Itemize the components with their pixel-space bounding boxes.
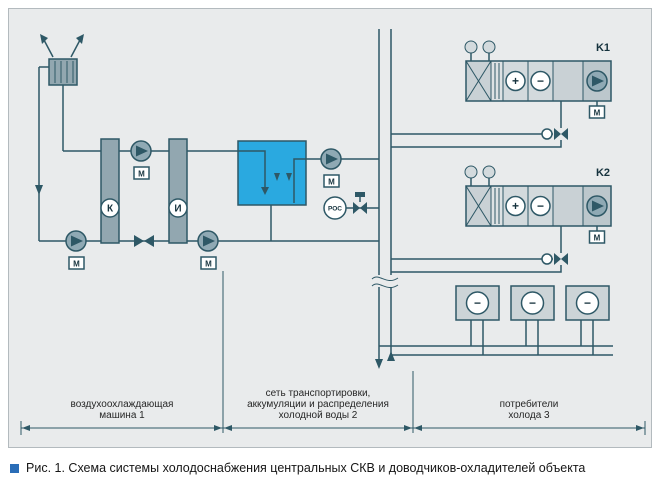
spray-arrow-left-icon: [40, 34, 48, 44]
zone1-label-line1: воздухоохлаждающая: [71, 399, 174, 410]
drycooler-icon: [40, 34, 84, 86]
schematic-diagram: К И M M M: [8, 8, 652, 448]
cooler-coil-icon: [530, 195, 551, 217]
spray-arrow-right-icon: [76, 34, 84, 44]
figure-caption: Рис. 1. Схема системы холодоснабжения це…: [10, 461, 585, 475]
damper-actuator-icon: [464, 165, 478, 179]
cooler-coil-icon: [530, 70, 551, 92]
heater-label: +: [512, 74, 519, 88]
motor-label: M: [328, 178, 335, 187]
ros-label: РОС: [328, 206, 342, 213]
control-valve-icon: [360, 202, 367, 214]
caption-text: Рис. 1. Схема системы холодоснабжения це…: [26, 461, 586, 475]
pump-top-icon: M: [130, 140, 152, 180]
riser-arrow-up-icon: [387, 351, 395, 361]
evaporator-label: И: [174, 204, 181, 215]
condenser-label: К: [107, 204, 114, 215]
fan-coil-units: − − −: [379, 285, 613, 356]
evaporator-bar: И: [168, 138, 188, 244]
zone2-label-line2: аккумуляции и распределения: [247, 399, 389, 410]
mixing-valve-icon: [554, 253, 561, 265]
cooler-label: −: [529, 296, 536, 310]
dimension-arrow-icon: [214, 425, 222, 431]
flow-arrow-down-icon: [35, 185, 43, 195]
dimension-arrow-icon: [224, 425, 232, 431]
zone1-label-line2: машина 1: [99, 410, 145, 421]
zone-dimensions: [20, 271, 646, 435]
condenser-bar: К: [100, 138, 120, 244]
mixing-valve-icon: [561, 253, 568, 265]
dimension-arrow-icon: [22, 425, 30, 431]
unit-k1-label: K1: [596, 42, 610, 54]
zone2-label-line3: холодной воды 2: [279, 410, 358, 421]
ros-controller: РОС: [323, 192, 379, 220]
zone3-label-line2: холода 3: [508, 410, 550, 421]
cooler-label: −: [584, 296, 591, 310]
dimension-arrow-icon: [636, 425, 644, 431]
heater-label: +: [512, 199, 519, 213]
heater-coil-icon: [505, 70, 526, 92]
cooler-label: −: [537, 199, 544, 213]
dimension-arrow-icon: [404, 425, 412, 431]
tank-arrow-icon: [286, 173, 292, 181]
zone2-label-line1: сеть транспортировки,: [266, 388, 371, 399]
zone3-label-line1: потребители: [500, 398, 559, 410]
motor-label: M: [73, 260, 80, 269]
mixing-valve-icon: [554, 128, 561, 140]
tank-arrow-icon: [261, 187, 269, 195]
damper-actuator-icon: [482, 40, 496, 54]
riser-arrow-down-icon: [375, 359, 383, 369]
air-handler-k1: + − M K1: [391, 40, 612, 148]
dimension-arrow-icon: [414, 425, 422, 431]
riser-pipes: [371, 29, 399, 369]
air-handler-k2: + − M K2: [391, 165, 612, 273]
valve-actuator-icon: [541, 128, 553, 140]
motor-label: M: [594, 109, 601, 118]
cooler-label: −: [474, 296, 481, 310]
unit-k2-label: K2: [596, 167, 610, 179]
motor-label: M: [594, 234, 601, 243]
pump-distribution-icon: M: [320, 148, 342, 188]
pump-condenser-icon: M: [65, 230, 87, 270]
valve-actuator-icon: [541, 253, 553, 265]
tank-arrow-icon: [274, 173, 280, 181]
cooler-label: −: [537, 74, 544, 88]
shutoff-valve-icon: [134, 235, 154, 247]
cold-water-tank: [237, 140, 307, 206]
motor-label: M: [138, 170, 145, 179]
pump-evaporator-icon: M: [197, 230, 219, 270]
mixing-valve-icon: [561, 128, 568, 140]
control-valve-icon: [353, 202, 360, 214]
damper-actuator-icon: [464, 40, 478, 54]
heater-coil-icon: [505, 195, 526, 217]
caption-bullet-icon: [10, 463, 19, 473]
motor-label: M: [205, 260, 212, 269]
damper-actuator-icon: [482, 165, 496, 179]
zone-labels: воздухоохлаждающая машина 1 сеть транспо…: [71, 388, 559, 421]
